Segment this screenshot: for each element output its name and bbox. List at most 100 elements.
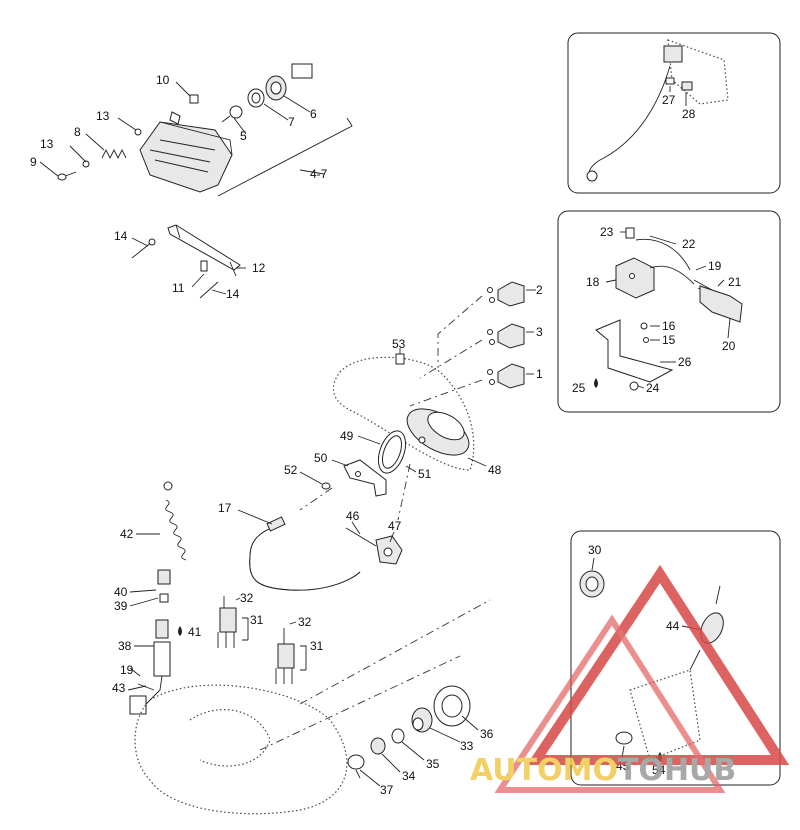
watermark-part-to: TO: [618, 753, 664, 788]
callout-49: 49: [340, 429, 354, 443]
sensor-mount-outline: [629, 669, 701, 761]
bolt-53: [395, 353, 405, 365]
callout-30: 30: [588, 543, 602, 557]
callout-32b: 32: [298, 615, 312, 629]
callout-labels: 1 2 3 4-7 5 6 7 8 9 10 11 12 13 13 14 14…: [30, 73, 742, 797]
callout-53: 53: [392, 337, 406, 351]
headlight-bracket: [131, 224, 241, 299]
switch-harness-38: [129, 619, 171, 715]
sealant-drop-icon: [178, 626, 182, 636]
callout-44: 44: [666, 619, 680, 633]
callout-3: 3: [536, 325, 543, 339]
watermark-part-hub: HUB: [664, 753, 736, 788]
speedometer-cable: [249, 516, 361, 591]
toggle-switch-31a: [217, 596, 237, 648]
callout-7: 7: [288, 115, 295, 129]
callout-31a: 31: [250, 613, 264, 627]
inset-box-relay: [557, 210, 781, 413]
callout-20: 20: [722, 339, 736, 353]
adjust-spring-screw: [57, 94, 199, 181]
headlight-socket: [265, 75, 287, 101]
ignition-component-36: [433, 685, 471, 727]
callout-6: 6: [310, 107, 317, 121]
callout-51: 51: [418, 467, 432, 481]
console-outline: [332, 356, 475, 471]
headlight-assembly: [139, 111, 233, 193]
callout-9: 9: [30, 155, 37, 169]
callout-54: 54: [652, 763, 666, 777]
callout-52: 52: [284, 463, 298, 477]
bracket-4-7: [217, 117, 353, 197]
seal-ring-49: [377, 430, 407, 474]
callout-37: 37: [380, 783, 394, 797]
watermark-triangle-icon: [526, 564, 790, 765]
callout-15: 15: [662, 333, 676, 347]
callout-14a: 14: [114, 229, 128, 243]
inset-box-sensors: [570, 530, 781, 786]
callout-34: 34: [402, 769, 416, 783]
callout-32a: 32: [240, 591, 254, 605]
callout-2: 2: [536, 283, 543, 297]
switch-connector-2: [487, 281, 525, 307]
inset-box-connector: [567, 32, 781, 194]
callout-40: 40: [114, 585, 128, 599]
callout-19a: 19: [708, 259, 722, 273]
callout-16: 16: [662, 319, 676, 333]
relay-bracket-26: [595, 319, 674, 391]
headlight-connector: [291, 63, 313, 79]
callout-5: 5: [240, 129, 247, 143]
callout-8: 8: [74, 125, 81, 139]
callout-10: 10: [156, 73, 170, 87]
bushing-34: [370, 737, 386, 755]
callout-28: 28: [682, 107, 696, 121]
callout-48: 48: [488, 463, 502, 477]
callout-38: 38: [118, 639, 132, 653]
callout-14b: 14: [226, 287, 240, 301]
callout-13a: 13: [96, 109, 110, 123]
callout-21: 21: [728, 275, 742, 289]
callout-leaders: [39, 81, 731, 787]
switch-connector-1: [487, 363, 525, 389]
callout-35: 35: [426, 757, 440, 771]
callout-43: 43: [112, 681, 126, 695]
bulb-ring: [247, 88, 265, 108]
callout-42: 42: [120, 527, 134, 541]
callout-33: 33: [460, 739, 474, 753]
watermark-logo: AUTOMOTOHUB: [470, 564, 790, 793]
sealant-drop-icon: [594, 378, 598, 388]
ring-35: [391, 728, 405, 744]
speedometer-housing: [406, 408, 470, 456]
callout-27: 27: [662, 93, 676, 107]
callout-23: 23: [600, 225, 614, 239]
callout-46: 46: [346, 509, 360, 523]
sensor-30: [579, 570, 605, 598]
callout-17: 17: [218, 501, 232, 515]
toggle-switch-31b: [275, 628, 295, 684]
callout-47: 47: [388, 519, 402, 533]
callout-25: 25: [572, 381, 586, 395]
coil-cord-42: [157, 481, 187, 603]
cap-37: [347, 754, 365, 779]
callout-4-7: 4-7: [310, 167, 328, 181]
o-ring-45: [615, 731, 633, 745]
callout-12: 12: [252, 261, 266, 275]
switch-connector-3: [487, 323, 525, 349]
callout-18: 18: [586, 275, 600, 289]
watermark-text: AUTOMOTOHUB: [470, 753, 736, 788]
handlebar-pod-outline: [134, 684, 348, 815]
leader-dash-connectors: [409, 295, 483, 407]
callout-22: 22: [682, 237, 696, 251]
mount-bracket-50: [321, 459, 387, 497]
callout-11: 11: [172, 281, 185, 295]
callout-26: 26: [678, 355, 692, 369]
callout-36: 36: [480, 727, 494, 741]
callout-13b: 13: [40, 137, 54, 151]
wiring-connector-inset: [586, 39, 729, 182]
callout-31b: 31: [310, 639, 324, 653]
callout-39: 39: [114, 599, 128, 613]
relay-unit: [615, 227, 743, 323]
callout-24: 24: [646, 381, 660, 395]
callout-50: 50: [314, 451, 328, 465]
watermark-part-automo: AUTOMO: [470, 753, 618, 788]
